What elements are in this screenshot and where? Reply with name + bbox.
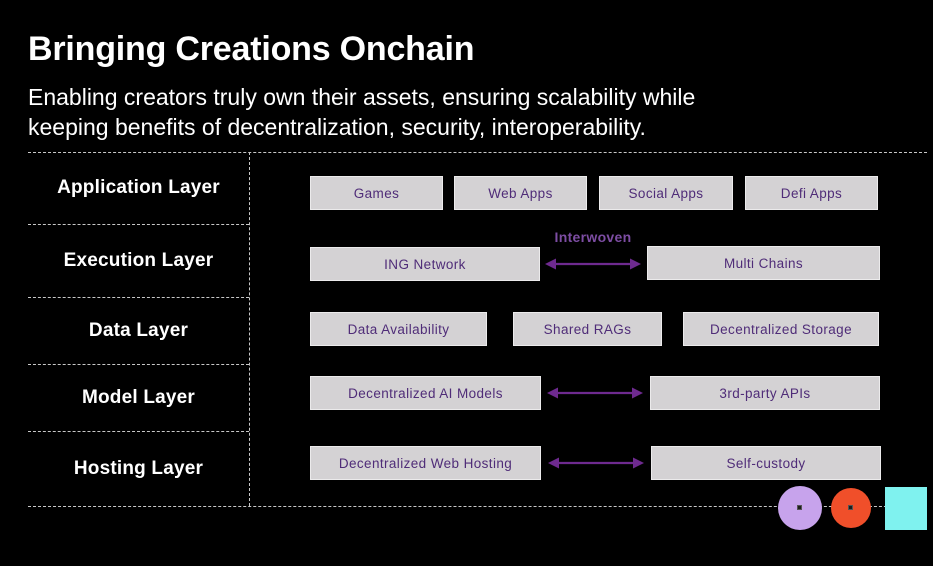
interwoven-label: Interwoven	[554, 229, 632, 245]
box-data-availability: Data Availability	[310, 312, 487, 346]
slide-subtitle-line2: keeping benefits of decentralization, se…	[28, 114, 646, 141]
box-decentralized-ai-models: Decentralized AI Models	[310, 376, 541, 410]
box-defi-apps: Defi Apps	[745, 176, 878, 210]
slide-subtitle: Enabling creators truly own their assets…	[28, 82, 695, 143]
slide-subtitle-line1: Enabling creators truly own their assets…	[28, 84, 696, 110]
box-web-apps: Web Apps	[454, 176, 587, 210]
box-ing-network: ING Network	[310, 247, 540, 281]
layer-label-application: Application Layer	[57, 177, 220, 198]
box-social-apps: Social Apps	[599, 176, 733, 210]
box-multi-chains: Multi Chains	[647, 246, 880, 280]
double-arrow-icon	[546, 385, 644, 401]
layer-label-model: Model Layer	[81, 387, 196, 408]
box-decentralized-storage: Decentralized Storage	[683, 312, 879, 346]
decor-square-cyan	[885, 487, 927, 530]
decor-circle-orange-handle	[848, 505, 853, 510]
vertical-divider	[249, 152, 250, 506]
layer-separator-2	[28, 297, 249, 298]
layer-separator-4	[28, 431, 249, 432]
box-shared-rags: Shared RAGs	[513, 312, 662, 346]
double-arrow-icon	[544, 256, 642, 272]
dashed-line-top	[28, 152, 927, 153]
slide-title: Bringing Creations Onchain	[28, 30, 475, 68]
box-games: Games	[310, 176, 443, 210]
layer-label-execution: Execution Layer	[63, 250, 214, 271]
layer-label-hosting: Hosting Layer	[73, 458, 204, 479]
double-arrow-icon	[547, 455, 645, 471]
box-decentralized-web-hosting: Decentralized Web Hosting	[310, 446, 541, 480]
decor-circle-purple-handle	[797, 505, 802, 510]
box-3rd-party-apis: 3rd-party APIs	[650, 376, 880, 410]
layer-separator-3	[28, 364, 249, 365]
dashed-line-bottom	[28, 506, 927, 507]
layer-label-data: Data Layer	[88, 320, 189, 341]
box-self-custody: Self-custody	[651, 446, 881, 480]
layer-separator-1	[28, 224, 249, 225]
